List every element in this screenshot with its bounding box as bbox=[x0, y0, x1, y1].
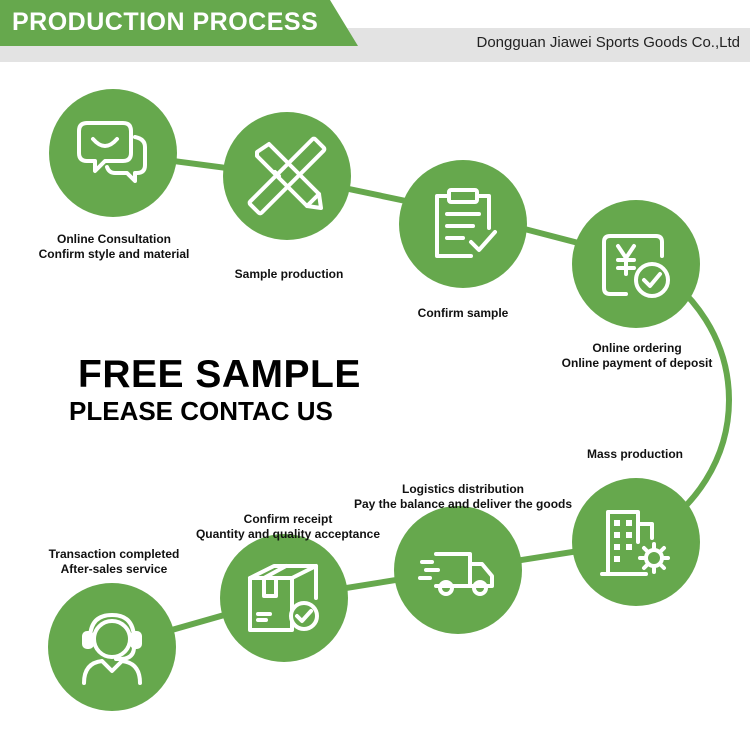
step-label-8: Transaction completed After-sales servic… bbox=[14, 547, 214, 577]
step-5-line-1: Mass production bbox=[586, 447, 683, 461]
step-label-7: Confirm receipt Quantity and quality acc… bbox=[188, 512, 388, 542]
chat-bubbles-icon bbox=[77, 121, 147, 183]
package-check-icon bbox=[248, 564, 319, 632]
step-8-line-1: Transaction completed bbox=[48, 547, 180, 561]
step-mass-production bbox=[572, 478, 700, 606]
step-7-line-1: Confirm receipt bbox=[243, 512, 333, 526]
step-label-1: Online Consultation Confirm style and ma… bbox=[14, 232, 214, 262]
step-confirm-receipt bbox=[220, 534, 348, 662]
headset-agent-icon bbox=[82, 613, 142, 685]
step-label-2: Sample production bbox=[189, 267, 389, 282]
delivery-truck-icon bbox=[418, 552, 494, 596]
step-3-line-1: Confirm sample bbox=[417, 306, 509, 320]
step-8-line-2: After-sales service bbox=[60, 562, 168, 576]
step-transaction-completed bbox=[48, 583, 176, 711]
step-2-line-1: Sample production bbox=[234, 267, 344, 281]
step-label-5: Mass production bbox=[535, 447, 735, 462]
contact-us-subheading: PLEASE CONTAC US bbox=[69, 396, 333, 426]
step-confirm-sample bbox=[399, 160, 527, 288]
step-6-line-1: Logistics distribution bbox=[402, 482, 524, 496]
factory-gear-icon bbox=[600, 510, 670, 576]
step-1-line-1: Online Consultation bbox=[57, 232, 171, 246]
step-1-line-2: Confirm style and material bbox=[38, 247, 190, 261]
free-sample-heading: FREE SAMPLE bbox=[78, 353, 361, 396]
step-4-line-2: Online payment of deposit bbox=[561, 356, 713, 370]
clipboard-check-icon bbox=[435, 188, 497, 258]
company-name: Dongguan Jiawei Sports Goods Co.,Ltd bbox=[476, 34, 741, 51]
step-6-line-2: Pay the balance and deliver the goods bbox=[353, 497, 573, 511]
ruler-pencil-icon bbox=[247, 136, 327, 216]
step-online-consultation bbox=[49, 89, 177, 217]
step-label-3: Confirm sample bbox=[363, 306, 563, 321]
step-4-line-1: Online ordering bbox=[592, 341, 682, 355]
page-title: PRODUCTION PROCESS bbox=[12, 8, 319, 36]
step-label-6: Logistics distribution Pay the balance a… bbox=[348, 482, 578, 512]
step-label-4: Online ordering Online payment of deposi… bbox=[537, 341, 737, 371]
step-sample-production bbox=[223, 112, 351, 240]
step-logistics-distribution bbox=[394, 506, 522, 634]
yen-payment-icon bbox=[602, 234, 670, 298]
header-banner bbox=[0, 0, 358, 46]
step-7-line-2: Quantity and quality acceptance bbox=[195, 527, 381, 541]
step-online-ordering bbox=[572, 200, 700, 328]
